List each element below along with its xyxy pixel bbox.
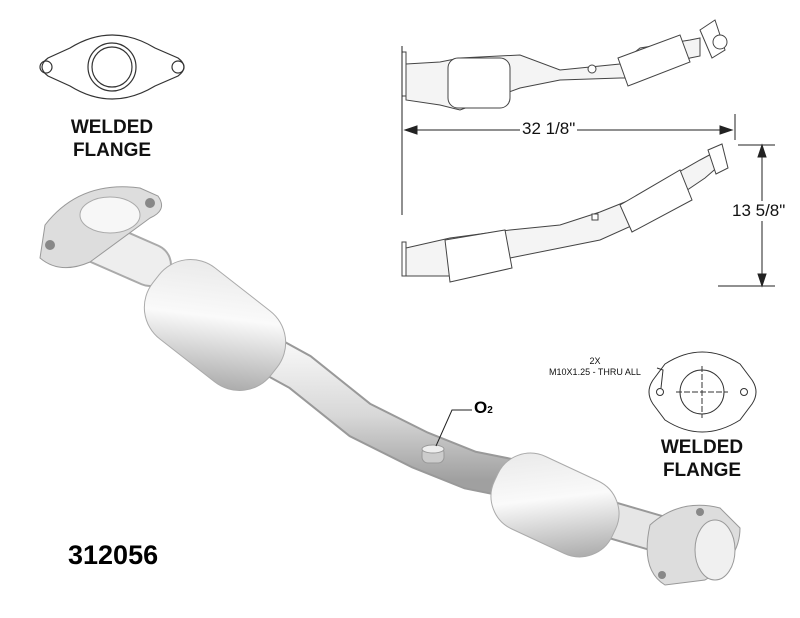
label-line-2: FLANGE	[72, 140, 152, 161]
part-number: 312056	[68, 540, 159, 570]
flange-right-label: WELDED FLANGE	[642, 436, 762, 482]
converter-body-2	[490, 452, 620, 558]
thread-spec: M10X1.25 - THRU ALL	[549, 367, 641, 377]
inlet-flange	[39, 186, 163, 269]
outlet-flange	[646, 504, 741, 586]
o2-sensor-bung	[421, 444, 445, 464]
label-line-1: WELDED	[70, 117, 154, 138]
thread-count: 2X	[589, 356, 601, 366]
flange-top-left-label: WELDED FLANGE	[52, 116, 172, 162]
o2-base: O	[474, 398, 488, 417]
label-line-1: WELDED	[660, 437, 744, 458]
flange-right-icon	[648, 351, 757, 433]
o2-leader-line	[435, 409, 472, 447]
height-dimension: 13 5/8"	[730, 201, 788, 221]
o2-sensor-label: O2	[474, 398, 493, 418]
side-view-top	[401, 19, 728, 111]
o2-subscript: 2	[487, 405, 493, 416]
side-view-bottom	[401, 143, 729, 283]
length-dimension: 32 1/8"	[520, 119, 578, 139]
thread-callout: 2X M10X1.25 - THRU ALL	[520, 356, 670, 378]
flange-top-left-icon	[39, 34, 185, 100]
converter-body-1	[143, 259, 287, 391]
label-line-2: FLANGE	[662, 460, 742, 481]
catalytic-converter-image	[39, 186, 741, 586]
